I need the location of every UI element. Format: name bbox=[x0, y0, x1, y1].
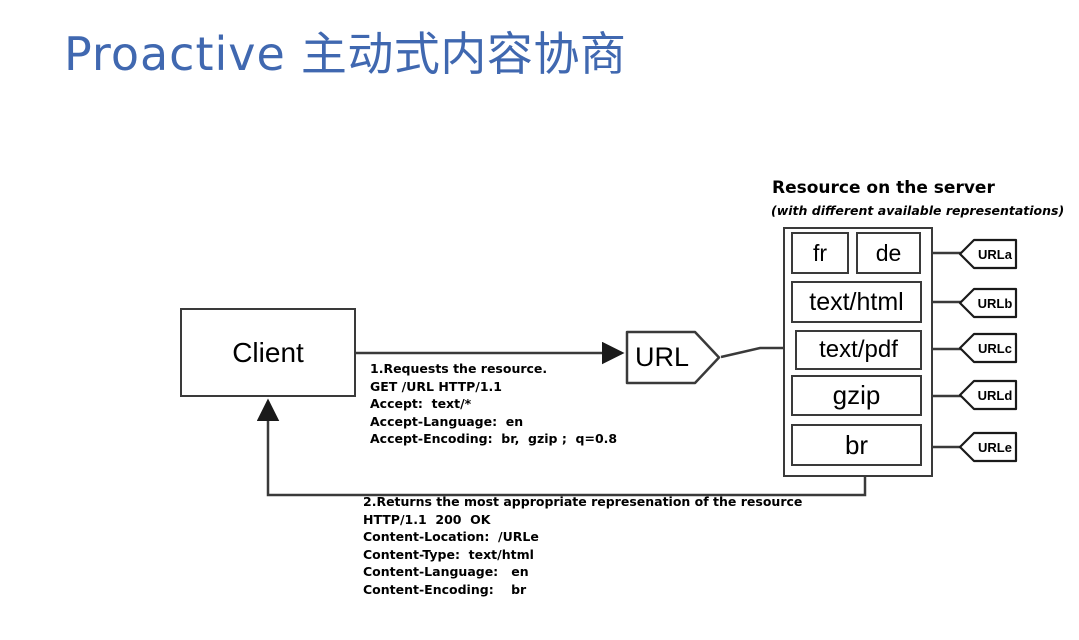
representation-label-text-html: text/html bbox=[809, 287, 904, 316]
page-title: Proactive 主动式内容协商 bbox=[64, 18, 626, 84]
response-message-text: 2.Returns the most appropriate represena… bbox=[363, 494, 803, 597]
request-message-text: 1.Requests the resource. GET /URL HTTP/1… bbox=[370, 361, 618, 446]
url-chip-a[interactable]: URLa bbox=[958, 238, 1018, 270]
page-title-cjk: 主动式内容协商 bbox=[300, 27, 627, 81]
url-chip-shape bbox=[958, 379, 1018, 411]
url-chip-label-a: URLa bbox=[978, 246, 1012, 262]
url-chip-d[interactable]: URLd bbox=[958, 379, 1018, 411]
url-to-server-connector bbox=[720, 346, 783, 359]
url-chip-b[interactable]: URLb bbox=[958, 287, 1018, 319]
response-arrow bbox=[256, 398, 867, 497]
url-chip-c[interactable]: URLc bbox=[958, 332, 1018, 364]
url-chip-label-e: URLe bbox=[978, 439, 1012, 455]
representation-box-gzip[interactable]: gzip bbox=[791, 375, 922, 416]
url-chip-shape bbox=[958, 332, 1018, 364]
representation-label-gzip: gzip bbox=[832, 380, 881, 410]
representation-box-br[interactable]: br bbox=[791, 424, 922, 466]
representation-label-fr: fr bbox=[812, 239, 828, 266]
url-chip-shape bbox=[958, 431, 1018, 463]
representation-label-de: de bbox=[875, 239, 902, 266]
url-chip-label-d: URLd bbox=[977, 387, 1013, 403]
url-node[interactable]: URL bbox=[625, 330, 721, 385]
page-title-latin: Proactive bbox=[64, 27, 286, 81]
url-chip-shape bbox=[958, 287, 1018, 319]
representation-label-br: br bbox=[844, 429, 869, 460]
server-heading: Resource on the server bbox=[772, 178, 995, 198]
representation-box-fr[interactable]: fr bbox=[791, 232, 849, 274]
server-subheading: (with different available representation… bbox=[771, 203, 1065, 218]
representation-box-de[interactable]: de bbox=[856, 232, 921, 274]
url-chip-e[interactable]: URLe bbox=[958, 431, 1018, 463]
url-chip-label-b: URLb bbox=[977, 295, 1013, 311]
url-node-label: URL bbox=[634, 342, 689, 372]
representation-label-text-pdf: text/pdf bbox=[819, 336, 898, 363]
url-chip-shape bbox=[958, 238, 1018, 270]
client-node[interactable]: Client bbox=[180, 308, 356, 397]
representation-box-text-pdf[interactable]: text/pdf bbox=[795, 330, 922, 370]
client-label: Client bbox=[232, 336, 304, 368]
url-chip-label-c: URLc bbox=[978, 340, 1012, 356]
url-tag-shape bbox=[625, 330, 721, 385]
representation-box-text-html[interactable]: text/html bbox=[791, 281, 922, 323]
